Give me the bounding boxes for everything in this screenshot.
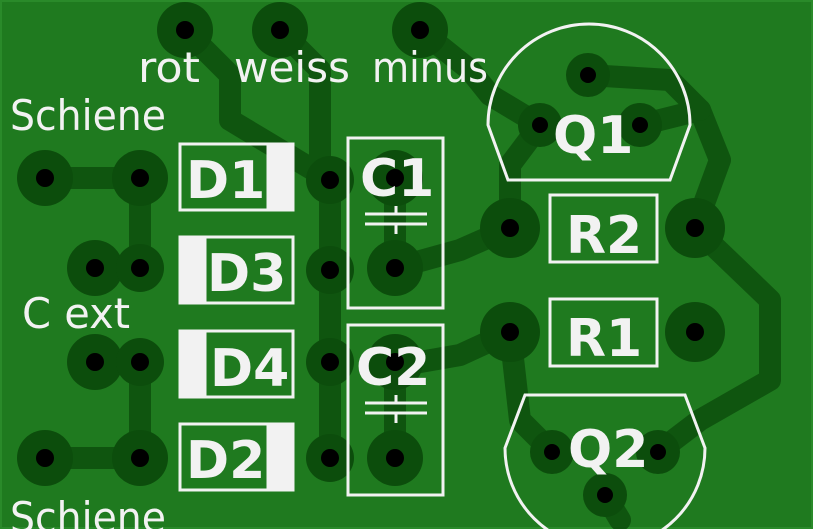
r2-outline (548, 193, 659, 264)
hole (386, 259, 404, 277)
hole (580, 67, 596, 83)
net-labels: rot weiss minus Schiene C ext Schiene (10, 43, 488, 529)
trace-q1-top (577, 64, 711, 121)
c2-outline (346, 323, 445, 497)
hole (597, 487, 613, 503)
silkscreen (178, 22, 707, 529)
r1-outline (548, 297, 659, 368)
trace-minus (409, 19, 551, 136)
pads (17, 2, 725, 517)
hole (271, 21, 289, 39)
d3-band (178, 235, 207, 305)
label-c1: C1 (360, 149, 434, 209)
label-d3: D3 (207, 244, 286, 304)
hole (86, 259, 104, 277)
c1-outline (346, 136, 445, 310)
label-r2: R2 (566, 206, 642, 266)
hole (411, 21, 429, 39)
hole (544, 444, 560, 460)
label-d1: D1 (186, 151, 265, 211)
hole (321, 171, 339, 189)
label-c2: C2 (356, 338, 430, 398)
label-rot: rot (138, 43, 200, 92)
label-q2: Q2 (568, 420, 648, 480)
q2-outline (503, 393, 707, 529)
hole (176, 21, 194, 39)
hole (131, 169, 149, 187)
hole (321, 261, 339, 279)
label-schiene-bottom: Schiene (10, 493, 166, 529)
label-q1: Q1 (553, 106, 633, 166)
drill-holes (36, 21, 704, 503)
trace-r2-r1-right (647, 217, 781, 463)
hole (321, 449, 339, 467)
label-weiss: weiss (234, 43, 350, 92)
hole (36, 169, 54, 187)
label-d4: D4 (210, 339, 289, 399)
trace-q1-right (629, 99, 731, 239)
hole (386, 169, 404, 187)
hole (386, 353, 404, 371)
hole (36, 449, 54, 467)
q1-outline (486, 22, 692, 182)
hole (131, 353, 149, 371)
hole (686, 219, 704, 237)
label-d2: D2 (186, 431, 265, 491)
hole (501, 323, 519, 341)
hole (686, 323, 704, 341)
hole (386, 449, 404, 467)
designators: D1 D3 D4 D2 C1 C2 Q1 Q2 R2 R1 (186, 106, 648, 491)
hole (632, 117, 648, 133)
hole (131, 259, 149, 277)
label-minus: minus (372, 43, 488, 92)
hole (532, 117, 548, 133)
label-r1: R1 (566, 309, 642, 369)
label-cext: C ext (22, 289, 130, 338)
d4-band (178, 329, 207, 399)
hole (131, 449, 149, 467)
hole (86, 353, 104, 371)
hole (501, 219, 519, 237)
d1-band (266, 142, 295, 212)
hole (321, 353, 339, 371)
hole (650, 444, 666, 460)
label-schiene-top: Schiene (10, 91, 166, 140)
d2-band (266, 422, 295, 492)
